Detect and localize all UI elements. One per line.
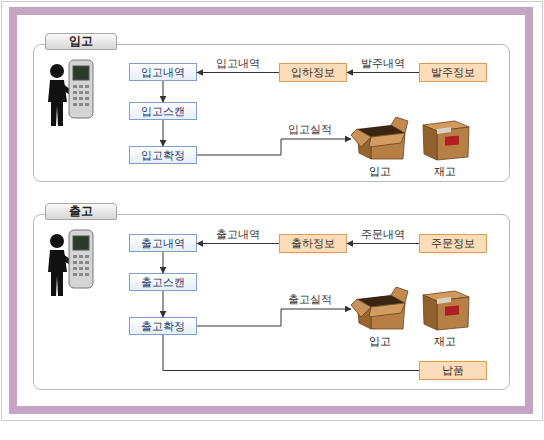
section-panel: 출고출고내역출하정보주문정보출고스캔출고확정입고재고납품 <box>33 214 510 390</box>
closed-box-illustration <box>419 285 471 331</box>
flow-arrow <box>197 243 279 244</box>
info-box: 납품 <box>419 361 487 380</box>
node-text: 출고확정 <box>141 319 185 334</box>
node-text: 입고 <box>351 164 409 179</box>
node-text: 출하정보 <box>291 236 335 251</box>
edge-label: 주문내역 <box>361 227 405 242</box>
task-box: 출고확정 <box>129 317 197 335</box>
node-text: 입고내역 <box>141 65 185 80</box>
stock-box: 재고 <box>419 285 471 349</box>
closed-box-illustration <box>419 115 471 161</box>
flow-arrow <box>347 72 419 73</box>
stock-box: 재고 <box>419 115 471 179</box>
node-text: 재고 <box>419 334 471 349</box>
open-box: 입고 <box>351 117 409 179</box>
flow-arrow <box>197 72 279 73</box>
flow-arrow <box>163 291 164 317</box>
task-box: 입고스캔 <box>129 102 197 120</box>
edge-label: 발주내역 <box>361 56 405 71</box>
task-box: 출고스캔 <box>129 273 197 291</box>
node-text: 입고 <box>351 334 409 349</box>
task-box: 출고내역 <box>129 234 197 252</box>
info-box: 발주정보 <box>419 63 487 82</box>
edge-label: 출고실적 <box>288 292 332 307</box>
section-tab: 출고 <box>45 203 117 220</box>
flow-arrow <box>197 309 351 326</box>
worker-with-scanner <box>48 60 93 126</box>
node-text: 입고스캔 <box>141 104 185 119</box>
frame-border <box>13 11 529 410</box>
node-text: 입고확정 <box>141 148 185 163</box>
node-text: 출고내역 <box>141 236 185 251</box>
flow-arrow <box>163 335 419 371</box>
info-box: 입하정보 <box>279 63 347 82</box>
flow-arrow <box>197 139 351 155</box>
node-text: 주문정보 <box>431 236 475 251</box>
flow-arrow <box>163 120 164 146</box>
open-box-illustration <box>351 287 409 331</box>
flow-arrow <box>163 252 164 273</box>
node-text: 발주정보 <box>431 65 475 80</box>
open-box: 입고 <box>351 287 409 349</box>
worker-with-scanner <box>48 230 93 296</box>
flow-arrow <box>163 81 164 102</box>
node-text: 입하정보 <box>291 65 335 80</box>
edge-label: 입고내역 <box>216 56 260 71</box>
edge-label: 입고실적 <box>288 122 332 137</box>
info-box: 주문정보 <box>419 234 487 253</box>
section-panel: 입고입고내역입하정보발주정보입고스캔입고확정입고재고 <box>33 44 510 182</box>
info-box: 출하정보 <box>279 234 347 253</box>
node-text: 출고스캔 <box>141 275 185 290</box>
node-text: 납품 <box>442 363 464 378</box>
open-box-illustration <box>351 117 409 161</box>
flow-arrow <box>347 243 419 244</box>
task-box: 입고확정 <box>129 146 197 164</box>
section-tab: 입고 <box>45 33 117 50</box>
edge-label: 출고내역 <box>216 227 260 242</box>
outer-border <box>2 2 543 421</box>
node-text: 재고 <box>419 164 471 179</box>
task-box: 입고내역 <box>129 63 197 81</box>
